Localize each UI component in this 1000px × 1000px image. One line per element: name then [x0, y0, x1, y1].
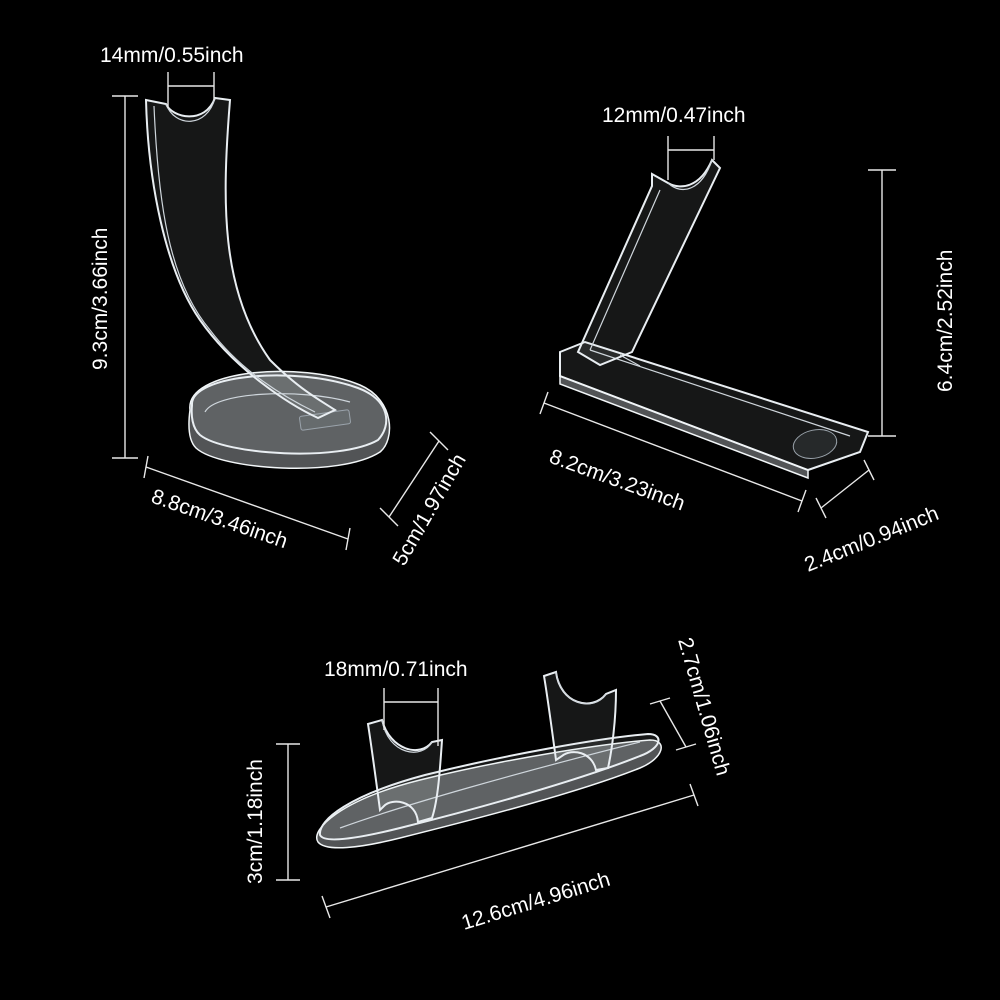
double-stand-base: [316, 732, 662, 849]
angled-stand-notch-dimension: 12mm/0.47inch: [602, 104, 746, 180]
curved-stand: [144, 96, 391, 469]
curved-stand-notch-dimension: 14mm/0.55inch: [100, 44, 244, 108]
double-stand-height-dimension: 3cm/1.18inch: [244, 743, 300, 884]
angled-stand: [559, 158, 870, 480]
double-stand-support-right: [542, 670, 618, 772]
curved-stand-height-dimension: 9.3cm/3.66inch: [89, 95, 138, 459]
double-stand-notch-label: 18mm/0.71inch: [324, 658, 468, 681]
angled-stand-base: [559, 340, 870, 480]
curved-stand-base: [188, 370, 391, 469]
curved-stand-height-label: 9.3cm/3.66inch: [89, 228, 112, 370]
curved-stand-upright: [144, 96, 338, 420]
double-stand: [316, 670, 662, 849]
curved-stand-notch-label: 14mm/0.55inch: [100, 44, 244, 67]
double-stand-height-label: 3cm/1.18inch: [244, 759, 267, 884]
double-stand-notch-dimension: 18mm/0.71inch: [324, 658, 468, 746]
angled-stand-notch-label: 12mm/0.47inch: [602, 104, 746, 127]
angled-stand-height-dimension: 6.4cm/2.52inch: [868, 169, 957, 437]
angled-stand-height-label: 6.4cm/2.52inch: [934, 250, 957, 392]
angled-stand-upright: [576, 158, 722, 367]
double-stand-support-left: [366, 718, 444, 824]
